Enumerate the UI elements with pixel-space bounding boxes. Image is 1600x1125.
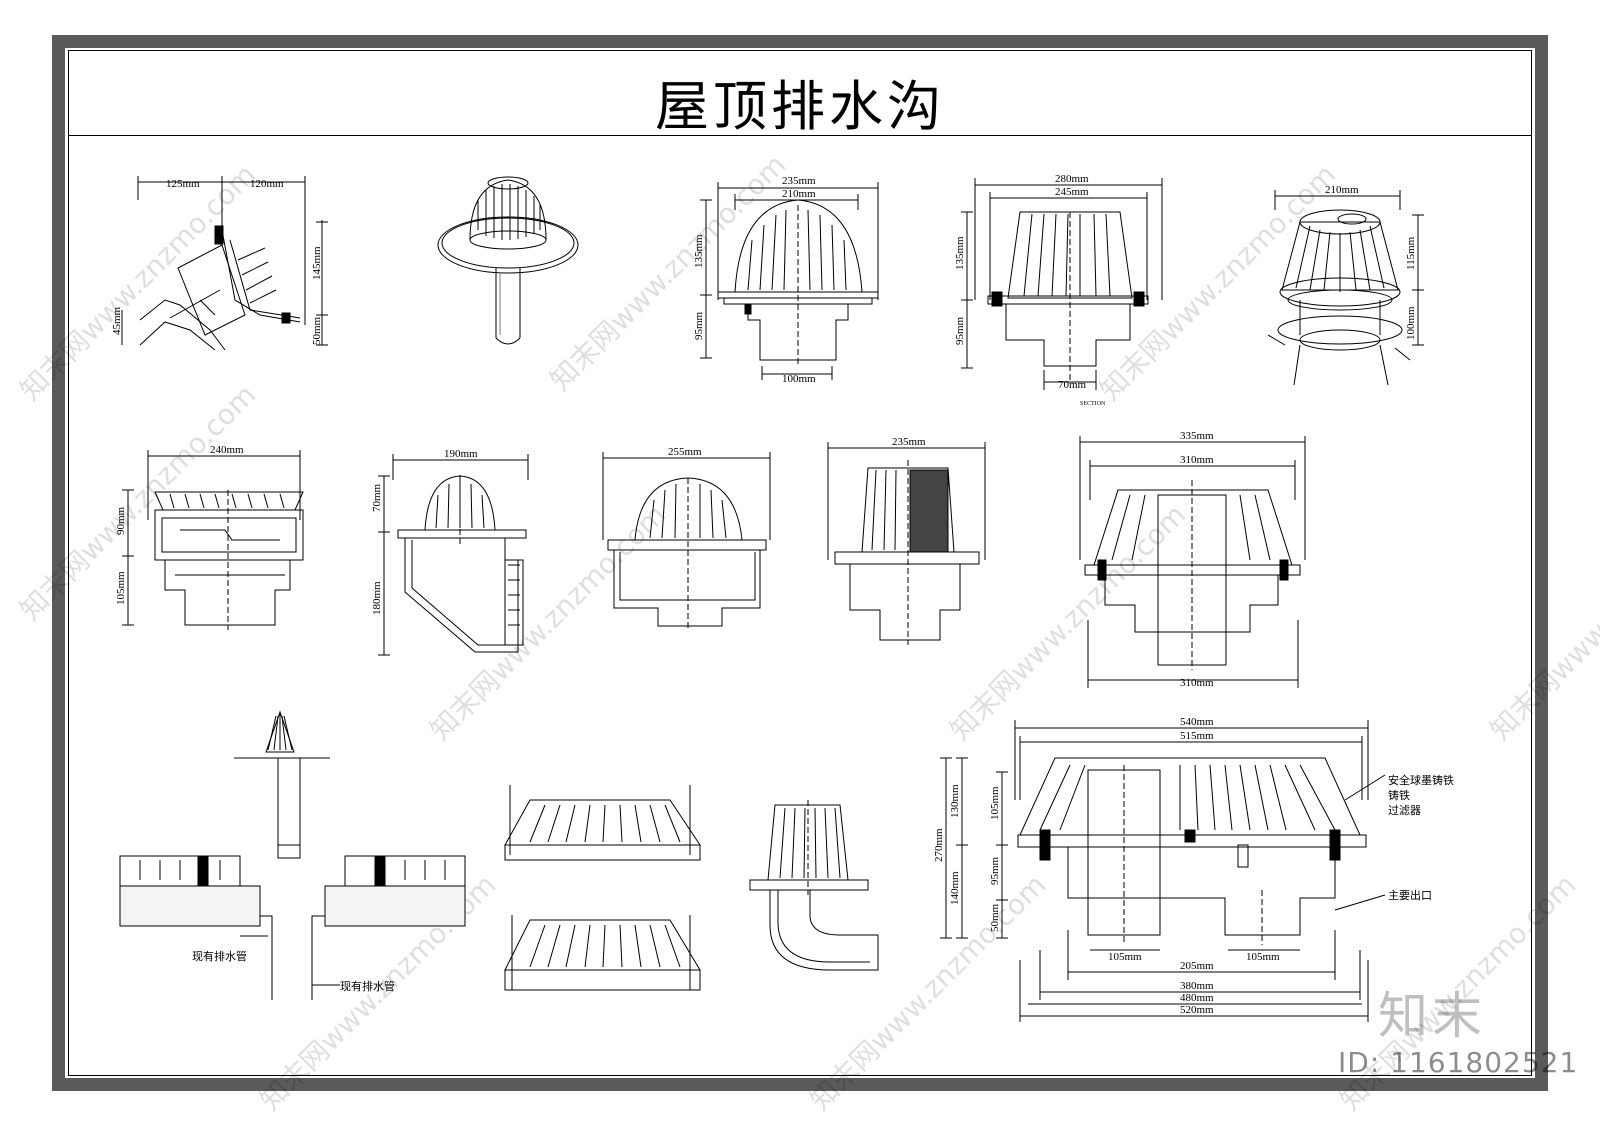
dim-label: 70mm	[1058, 379, 1087, 391]
dim-label: 105mm	[989, 786, 1001, 820]
dim-label: 120mm	[250, 178, 284, 190]
dim-label: 105mm	[115, 571, 127, 605]
drain-detail-1: 125mm 120mm 145mm 45mm 50mm	[111, 176, 328, 351]
dim-label: 50mm	[311, 316, 323, 345]
dim-label: 480mm	[1180, 992, 1214, 1004]
inner-frame	[68, 50, 1532, 1076]
dim-label: 255mm	[668, 446, 702, 458]
dim-label: 210mm	[1325, 184, 1359, 196]
note-safety-cast-iron: 安全球墨铸铁	[1388, 773, 1454, 787]
dim-label: 520mm	[1180, 1004, 1214, 1016]
sheet-title: 屋顶排水沟	[655, 75, 945, 138]
drain-perspective-5: 210mm 115mm 100mm	[1267, 184, 1424, 386]
drain-section-4: 280mm 245mm 135mm 95mm 70mm SECTION	[954, 173, 1163, 407]
dim-label: 190mm	[444, 448, 478, 460]
drain-section-9: 235mm	[827, 436, 986, 645]
drain-section-10: 335mm 310mm 310mm	[1079, 430, 1306, 689]
drain-section-6: 240mm 90mm 105mm	[115, 444, 304, 630]
dim-label: 95mm	[693, 311, 705, 340]
image-id: ID: 1161802521	[1338, 1046, 1579, 1079]
dim-label: 205mm	[1180, 960, 1214, 972]
dim-label: 240mm	[210, 444, 244, 456]
title-bar: 屋顶排水沟	[68, 50, 1532, 138]
dim-label: 335mm	[1180, 430, 1214, 442]
roof-installation-11: 现有排水管 现有排水管	[119, 710, 466, 1000]
dim-label: 45mm	[111, 306, 123, 335]
dim-label: 95mm	[954, 316, 966, 345]
dim-label: 70mm	[371, 483, 383, 512]
dim-label: 90mm	[115, 506, 127, 535]
dim-label: 135mm	[693, 234, 705, 268]
dim-label: 235mm	[782, 175, 816, 187]
drain-section-15: 540mm 515mm 270mm 130mm 140mm 105mm 95mm…	[933, 716, 1454, 1022]
drain-section-7: 190mm 70mm 180mm	[371, 448, 529, 656]
dim-label: 280mm	[1055, 173, 1089, 185]
dim-label: 310mm	[1180, 677, 1214, 689]
dim-label: 130mm	[949, 784, 961, 818]
dim-label: 115mm	[1405, 236, 1417, 270]
dim-label: 135mm	[954, 236, 966, 270]
dim-label: 105mm	[1108, 951, 1142, 963]
note-existing-pipe: 现有排水管	[192, 949, 247, 963]
section-label: SECTION	[1080, 401, 1106, 407]
dim-label: 145mm	[311, 246, 323, 280]
note-main-outlet: 主要出口	[1388, 888, 1432, 902]
outer-frame	[52, 35, 1548, 1091]
dim-label: 235mm	[892, 436, 926, 448]
dim-label: 100mm	[782, 373, 816, 385]
dim-label: 245mm	[1055, 186, 1089, 198]
drain-perspective-2	[437, 176, 579, 345]
brand-logo: 知末	[1378, 987, 1486, 1045]
dim-label: 540mm	[1180, 716, 1214, 728]
dim-label: 210mm	[782, 188, 816, 200]
grate-plan-12	[504, 785, 701, 861]
dim-label: 140mm	[949, 871, 961, 905]
dim-label: 95mm	[989, 856, 1001, 885]
dim-label: 310mm	[1180, 454, 1214, 466]
dim-label: 270mm	[933, 828, 945, 862]
grate-plan-13	[504, 915, 701, 991]
note-cast-iron: 铸铁	[1388, 788, 1410, 802]
dim-label: 105mm	[1246, 951, 1280, 963]
drain-section-3: 235mm 210mm 135mm 95mm 100mm	[693, 175, 879, 385]
dim-label: 50mm	[989, 903, 1001, 932]
drain-section-8: 255mm	[602, 446, 771, 630]
note-existing-pipe: 现有排水管	[340, 979, 395, 993]
dim-label: 515mm	[1180, 730, 1214, 742]
dim-label: 100mm	[1405, 306, 1417, 340]
drain-elbow-14	[749, 800, 879, 971]
dim-label: 125mm	[166, 178, 200, 190]
dim-label: 180mm	[371, 581, 383, 615]
dim-label: 380mm	[1180, 980, 1214, 992]
note-filter: 过滤器	[1388, 804, 1421, 817]
